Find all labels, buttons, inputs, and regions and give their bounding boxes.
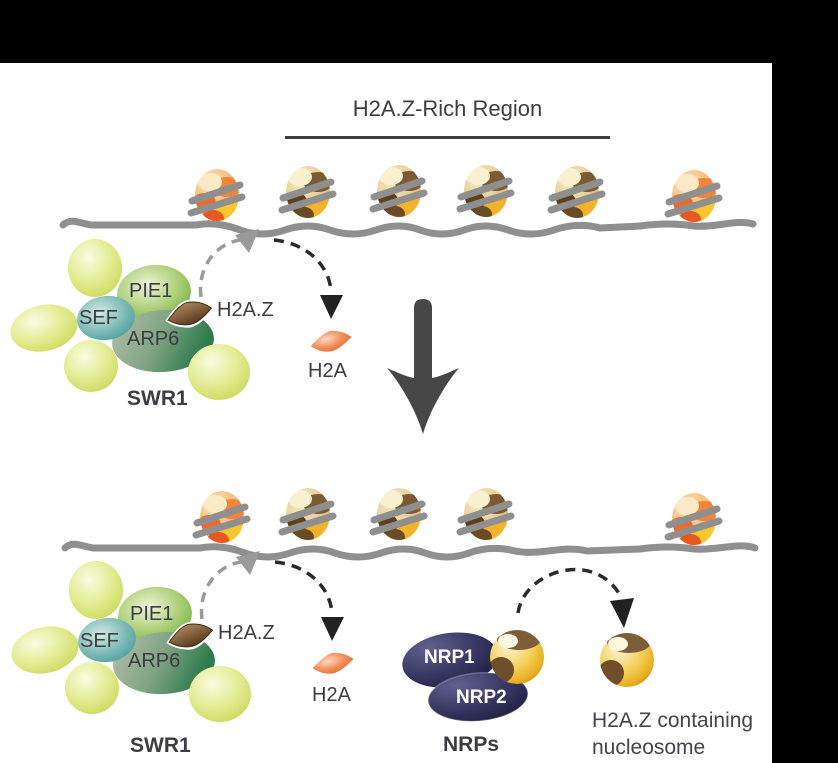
nrp2-label: NRP2 [456,687,507,708]
h2az-nucleosome-icon [551,166,603,223]
swr1-label-top: SWR1 [127,387,188,410]
nrps-complex [402,627,544,723]
nucleosome-row-top [191,165,719,227]
h2a-label-top: H2A [308,360,347,382]
h2a-label-bottom: H2A [312,684,351,706]
h2a-nucleosome-icon [668,493,719,550]
dna-strand-bottom [61,540,759,561]
nrp2-subunit [427,671,529,723]
letterbox-top [0,0,838,63]
h2az-label-bottom: H2A.Z [218,622,275,644]
nrp1-label: NRP1 [424,647,475,668]
nucleosome-row-bottom [196,488,719,550]
caption-line1: H2A.Z containing [592,709,754,732]
region-title: H2A.Z-Rich Region [352,96,543,121]
arp6-label-top: ARP6 [127,328,180,350]
released-h2az-nucleosome-icon [598,631,654,687]
h2az-nucleosome-icon [282,488,334,545]
pie1-label-bottom: PIE1 [130,603,174,625]
letterbox-right [772,63,838,763]
h2az-nucleosome-icon [460,165,512,222]
nrps-deposition-arrow [516,567,634,628]
h2az-nucleosome-icon [460,488,512,545]
h2az-nucleosome-icon [373,165,425,222]
dna-strand-top [59,217,757,238]
swr1-complex-bottom [6,560,252,723]
arp6-label-bottom: ARP6 [128,650,181,672]
h2a-histone-icon [308,326,354,356]
h2a-nucleosome-icon [196,491,247,548]
pie1-label-top: PIE1 [129,280,173,302]
h2a-nucleosome-icon [668,170,719,227]
caption-line2: nucleosome [592,736,706,759]
h2a-histone-icon [310,648,356,678]
sef-label-top: SEF [79,307,118,329]
h2az-nucleosome-icon [373,488,425,545]
region-underline [285,136,610,139]
h2az-label-top: H2A.Z [217,299,274,321]
swr1-complex-top [5,238,251,401]
h2a-nucleosome-icon [191,169,242,226]
nrps-label: NRPs [443,733,500,756]
swr1-label-bottom: SWR1 [130,734,191,757]
h2az-nucleosome-icon [282,166,334,223]
sef-label-bottom: SEF [80,630,119,652]
process-arrow-down-icon [387,299,459,434]
